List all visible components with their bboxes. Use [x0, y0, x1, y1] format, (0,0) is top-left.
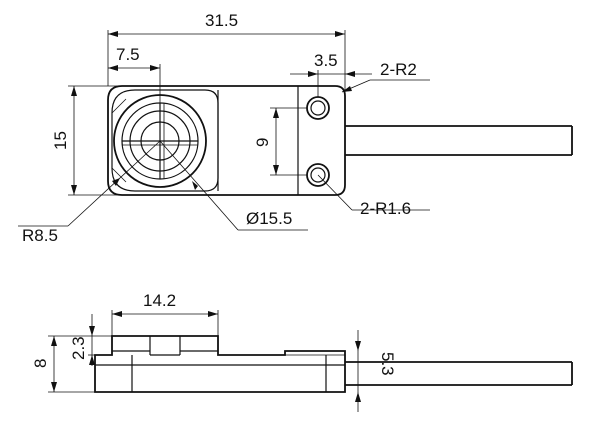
- arrow-head: [89, 355, 95, 365]
- dim-label-sensor-offset: 7.5: [116, 45, 140, 64]
- dim-label-corner-radius: 2-R2: [380, 60, 417, 79]
- arrow-head: [71, 185, 77, 195]
- arrow-head: [51, 382, 57, 392]
- dim-label-step-height: 2.3: [69, 336, 88, 360]
- dim-label-height: 15: [51, 131, 70, 150]
- mount-hole-bottom-inner: [310, 167, 326, 183]
- leader-line: [159, 140, 239, 231]
- dim-label-cable-height: 5.3: [378, 352, 397, 376]
- arrow-head: [355, 341, 361, 351]
- sensor-body-outline: [107, 85, 346, 196]
- arrow-head: [192, 181, 198, 190]
- mount-hole-top-inner: [310, 100, 326, 116]
- arrow-head: [71, 86, 77, 96]
- dim-label-hole-pitch: 9: [253, 138, 272, 147]
- arrow-head: [273, 165, 279, 175]
- arrow-head: [108, 31, 118, 37]
- arrow-head: [273, 108, 279, 118]
- arrow-head: [112, 311, 122, 317]
- arrow-head: [112, 178, 120, 186]
- dim-label-overall-height: 8: [31, 359, 50, 368]
- dim-label-hole-edge: 3.5: [314, 51, 338, 70]
- arrow-head: [355, 392, 361, 402]
- leader-line: [317, 174, 353, 211]
- top-view: 31.5 7.5 3.5 2-R2 15 9 2-: [18, 11, 573, 245]
- dim-label-sensor-radius: R8.5: [22, 226, 58, 245]
- dim-label-sensor-diameter: Ø15.5: [246, 209, 292, 228]
- arrow-head: [150, 65, 160, 71]
- dim-label-hole-radius: 2-R1.6: [360, 199, 411, 218]
- arrow-head: [335, 31, 345, 37]
- arrow-head: [208, 311, 218, 317]
- arrow-head: [345, 71, 355, 77]
- arrow-head: [308, 71, 318, 77]
- arrow-head: [89, 326, 95, 336]
- side-view: 14.2 8 2.3 5.3: [31, 291, 573, 412]
- mount-hole-top: [306, 96, 330, 120]
- dim-label-overall-length: 31.5: [205, 11, 238, 30]
- arrow-head: [342, 86, 352, 92]
- arrow-head: [51, 336, 57, 346]
- chamfer-line: [111, 98, 127, 114]
- chamfer-line: [111, 167, 127, 183]
- arrow-head: [108, 65, 118, 71]
- sensor-head-outline: [111, 89, 219, 192]
- dim-label-recess-width: 14.2: [143, 291, 176, 310]
